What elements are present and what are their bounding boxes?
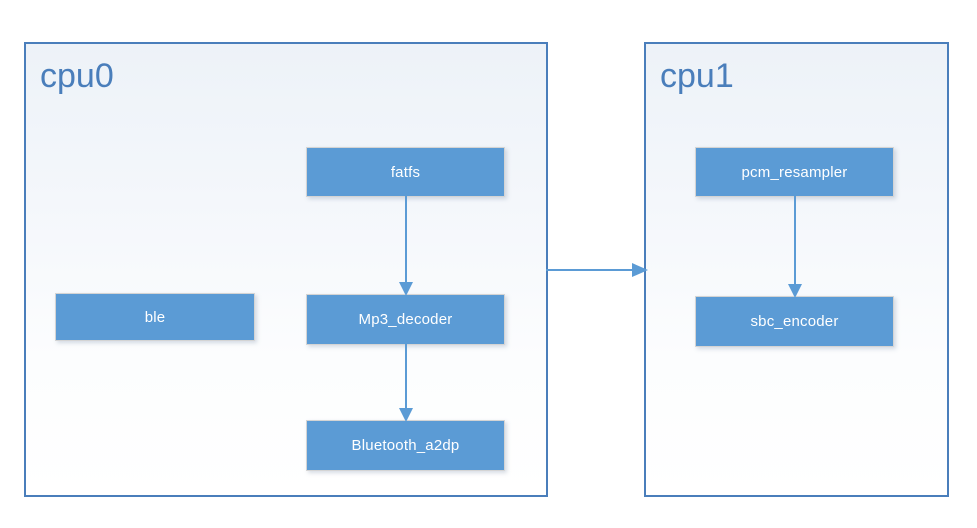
node-fatfs-label: fatfs bbox=[390, 163, 421, 181]
cpu1-container[interactable]: cpu1 bbox=[644, 42, 949, 497]
node-sbc-encoder-label: sbc_encoder bbox=[750, 313, 839, 330]
node-pcm-resampler-label: pcm_resampler bbox=[741, 163, 848, 181]
cpu0-label: cpu0 bbox=[40, 57, 114, 95]
arrow-mp3-decoder-to-bluetooth-a2dp-icon bbox=[399, 344, 413, 422]
cpu0-container[interactable]: cpu0 bbox=[24, 42, 548, 497]
node-ble-label: ble bbox=[144, 308, 166, 326]
node-fatfs[interactable]: fatfs bbox=[306, 147, 505, 197]
arrow-fatfs-to-mp3-decoder-icon bbox=[399, 196, 413, 296]
arrow-pcm-resampler-to-sbc-encoder-icon bbox=[788, 196, 802, 298]
node-bluetooth-a2dp-label: Bluetooth_a2dp bbox=[351, 437, 460, 454]
arrow-cpu0-to-cpu1-icon bbox=[546, 263, 648, 277]
node-sbc-encoder[interactable]: sbc_encoder bbox=[695, 296, 894, 347]
node-pcm-resampler[interactable]: pcm_resampler bbox=[695, 147, 894, 197]
node-bluetooth-a2dp[interactable]: Bluetooth_a2dp bbox=[306, 420, 505, 471]
node-ble[interactable]: ble bbox=[55, 293, 255, 341]
node-mp3-decoder[interactable]: Mp3_decoder bbox=[306, 294, 505, 345]
cpu1-label: cpu1 bbox=[660, 57, 734, 95]
node-mp3-decoder-label: Mp3_decoder bbox=[358, 311, 453, 328]
